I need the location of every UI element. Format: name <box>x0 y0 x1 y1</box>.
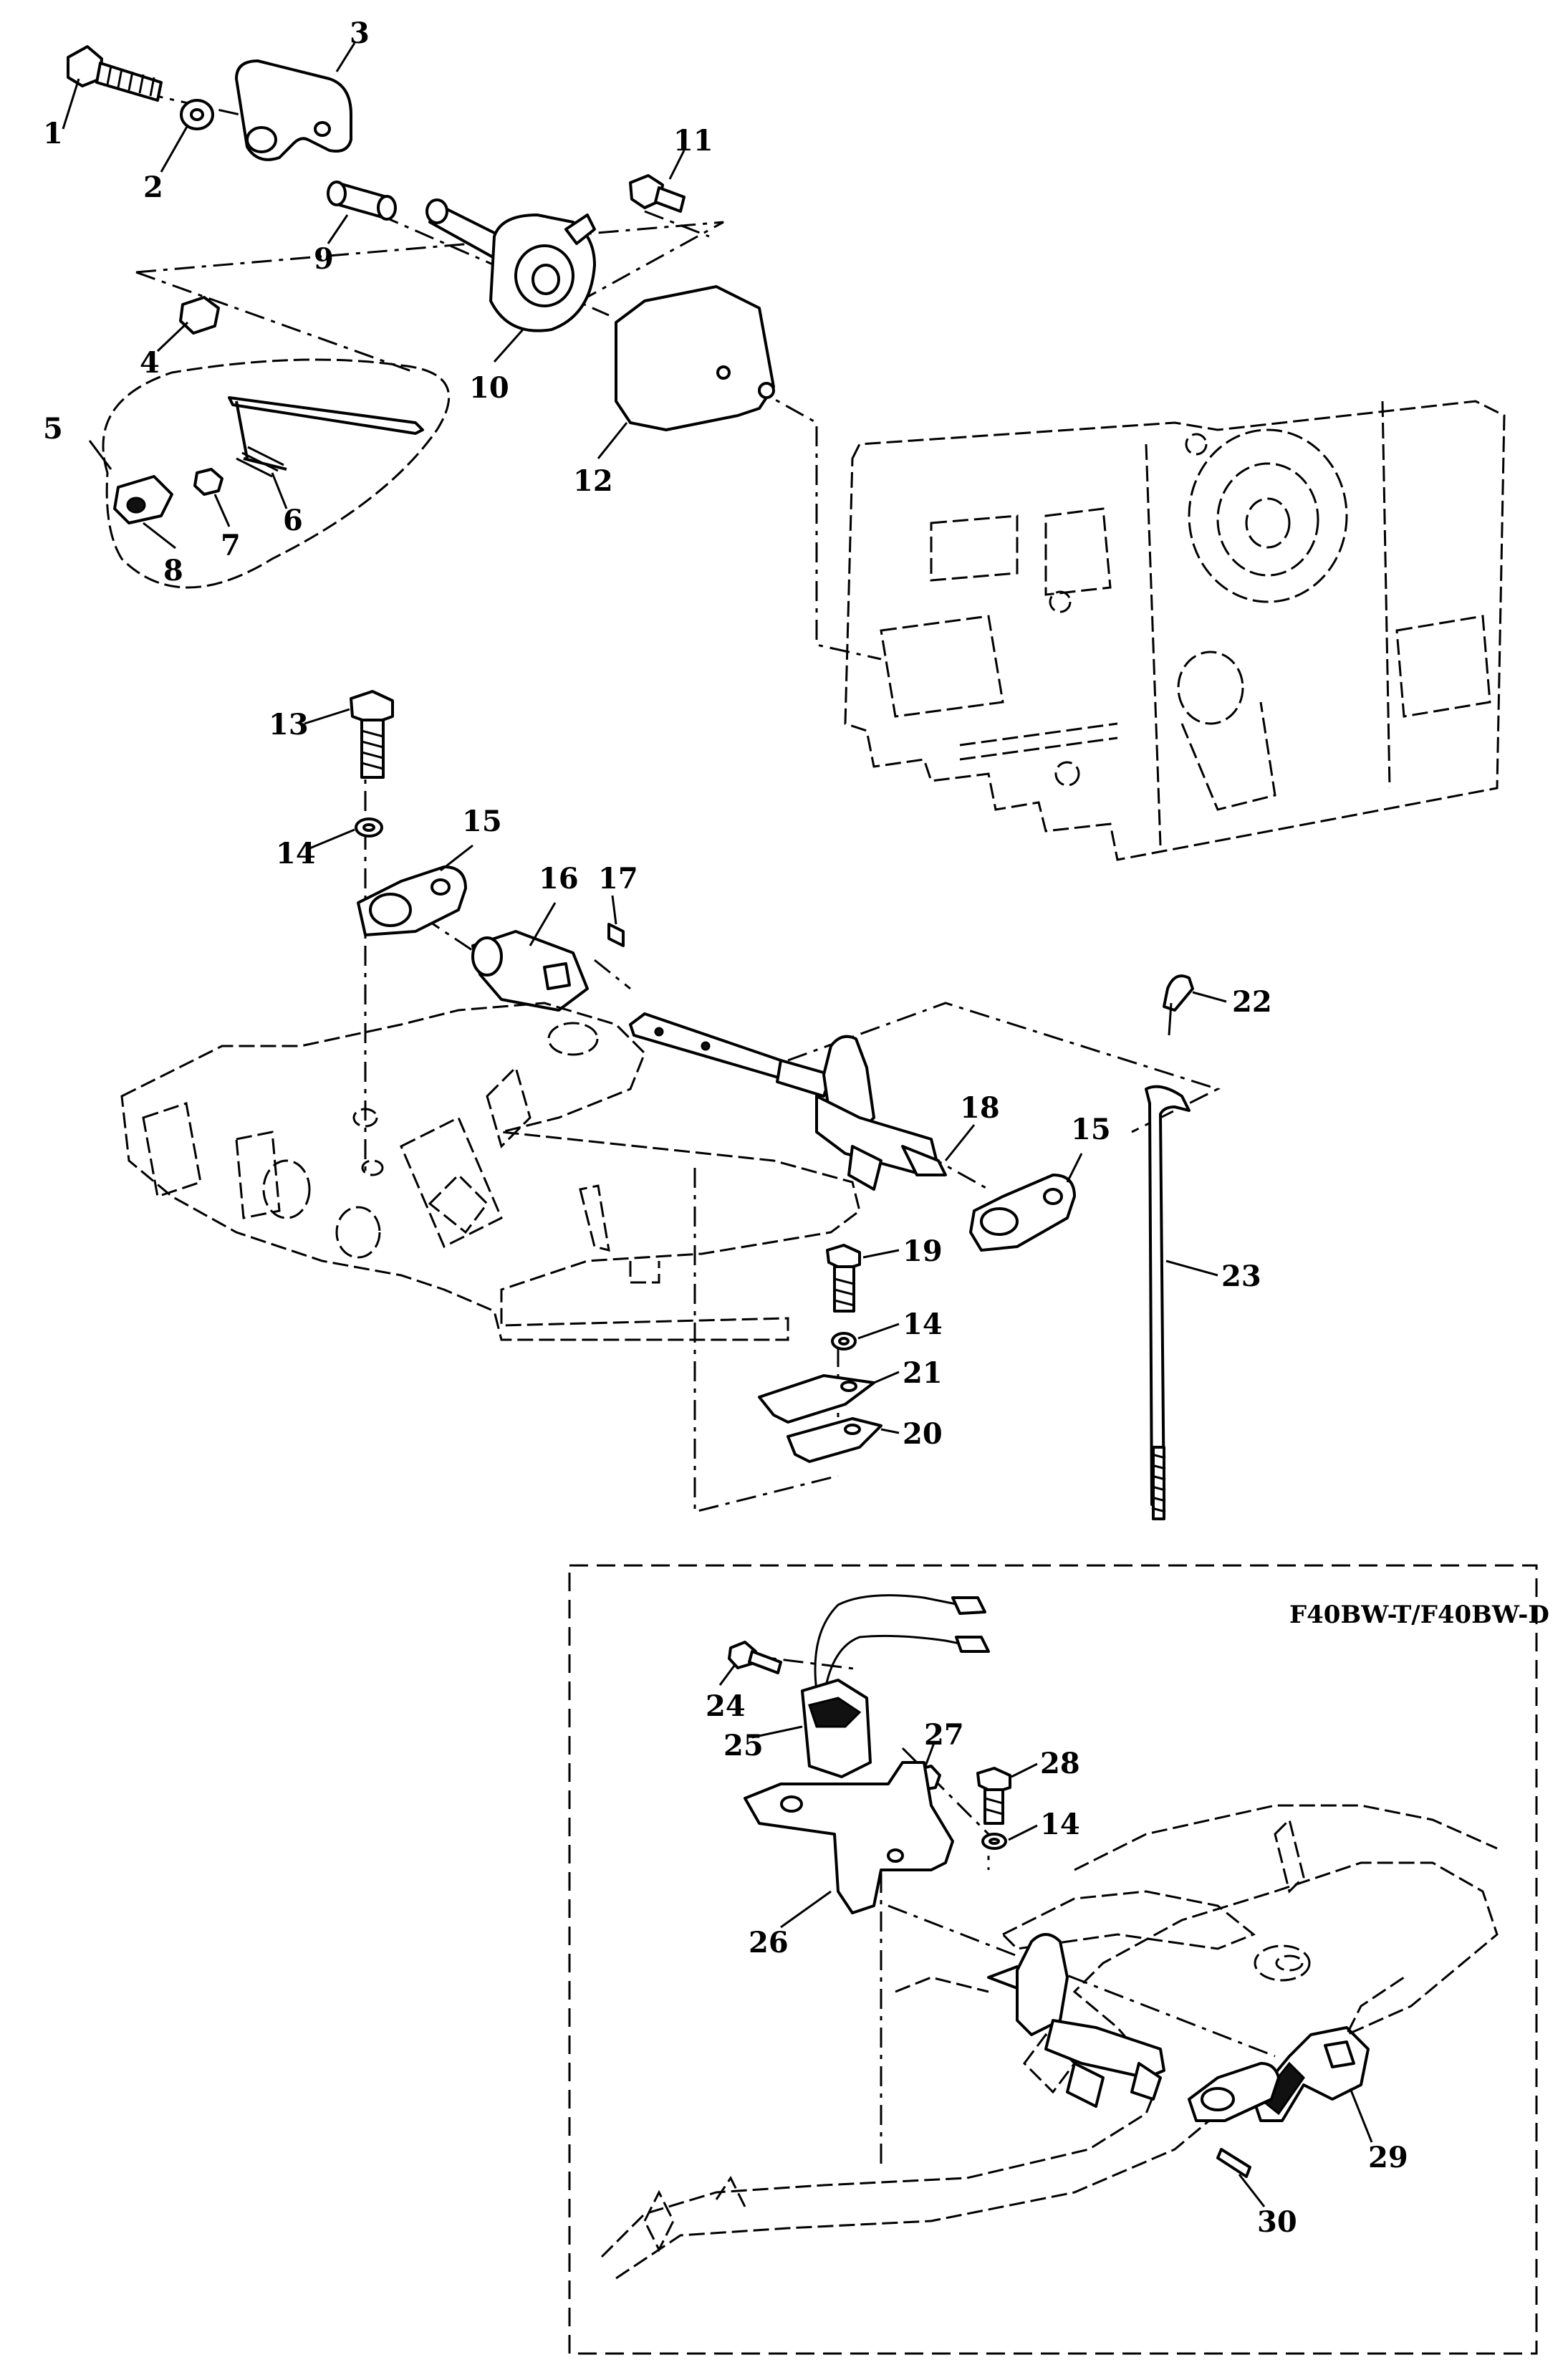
bracket-3 <box>235 59 352 161</box>
callout-10: 10 <box>469 371 509 405</box>
pin-30 <box>1216 2148 1251 2178</box>
callout-5: 5 <box>43 412 63 446</box>
callout-4: 4 <box>140 346 160 380</box>
callout-22: 22 <box>1232 985 1272 1019</box>
callout-30: 30 <box>1257 2205 1297 2239</box>
rod-end-6 <box>236 446 284 478</box>
inset-shaft <box>987 1933 1280 2122</box>
variant-label: F40BW-T/F40BW-D <box>1289 1601 1549 1629</box>
variant-inset-box <box>568 1564 1538 2355</box>
callout-1: 1 <box>43 117 63 150</box>
callout-26: 26 <box>749 1926 789 1959</box>
callout-11: 11 <box>673 124 713 158</box>
callout-18: 18 <box>960 1091 1000 1125</box>
pin-17 <box>607 923 625 947</box>
callout-15b: 15 <box>1071 1113 1111 1146</box>
screw-24 <box>728 1641 782 1674</box>
throttle-cam-10 <box>425 198 596 332</box>
rod-assembly-5 <box>102 358 451 589</box>
shift-rod-23 <box>1145 1085 1191 1520</box>
callout-labels: 1 2 3 9 4 5 6 7 8 10 11 12 13 14 15 16 1… <box>43 16 1549 2239</box>
cotter-pin-22 <box>1163 974 1194 1036</box>
lower-cowling-phantom <box>120 1002 861 1341</box>
callout-14b: 14 <box>903 1308 943 1341</box>
bolt-19 <box>826 1244 861 1313</box>
callout-13: 13 <box>269 708 309 742</box>
callout-23: 23 <box>1221 1260 1261 1293</box>
plate-21 <box>758 1374 875 1424</box>
assembly-lines <box>135 92 1276 2164</box>
washer-2 <box>180 99 214 130</box>
callout-27: 27 <box>924 1718 964 1752</box>
callout-8: 8 <box>163 554 183 587</box>
callout-7: 7 <box>221 529 241 562</box>
neutral-switch-25 <box>801 1594 990 1778</box>
holder-15a <box>357 865 467 936</box>
washer-14b <box>831 1332 857 1351</box>
leader-lines <box>62 42 1373 2207</box>
bolt-13 <box>350 690 394 779</box>
callout-28: 28 <box>1040 1747 1080 1780</box>
screw-1 <box>67 45 163 102</box>
shift-shaft-18 <box>629 1012 947 1191</box>
callout-21: 21 <box>903 1356 943 1390</box>
callout-24: 24 <box>706 1689 746 1723</box>
callout-6: 6 <box>283 504 303 537</box>
joint-16 <box>471 930 589 1012</box>
callout-3: 3 <box>350 16 370 50</box>
bolt-28 <box>976 1767 1011 1825</box>
engine-block-phantom <box>844 400 1506 861</box>
callout-2: 2 <box>143 171 163 204</box>
bolt-11 <box>629 174 686 213</box>
callout-20: 20 <box>903 1417 943 1451</box>
callout-12: 12 <box>573 464 613 498</box>
callout-29: 29 <box>1368 2141 1408 2174</box>
callout-14a: 14 <box>276 837 316 870</box>
plate-12 <box>615 285 775 431</box>
nut-4 <box>179 296 220 335</box>
callout-25: 25 <box>723 1729 764 1762</box>
callout-15a: 15 <box>462 805 502 838</box>
callout-17: 17 <box>598 862 638 896</box>
switch-bracket-26 <box>744 1761 954 1914</box>
callout-16: 16 <box>539 862 579 896</box>
washer-14a <box>355 817 383 838</box>
callout-14c: 14 <box>1040 1808 1080 1841</box>
nut-7 <box>193 468 223 496</box>
callout-9: 9 <box>314 242 334 276</box>
collar-9 <box>327 181 397 221</box>
plate-20 <box>787 1417 882 1463</box>
holder-15b <box>969 1174 1076 1252</box>
washer-14c <box>981 1833 1007 1850</box>
callout-19: 19 <box>903 1234 943 1268</box>
ball-joint-8 <box>113 475 173 524</box>
lever-29 <box>1252 2026 1370 2122</box>
